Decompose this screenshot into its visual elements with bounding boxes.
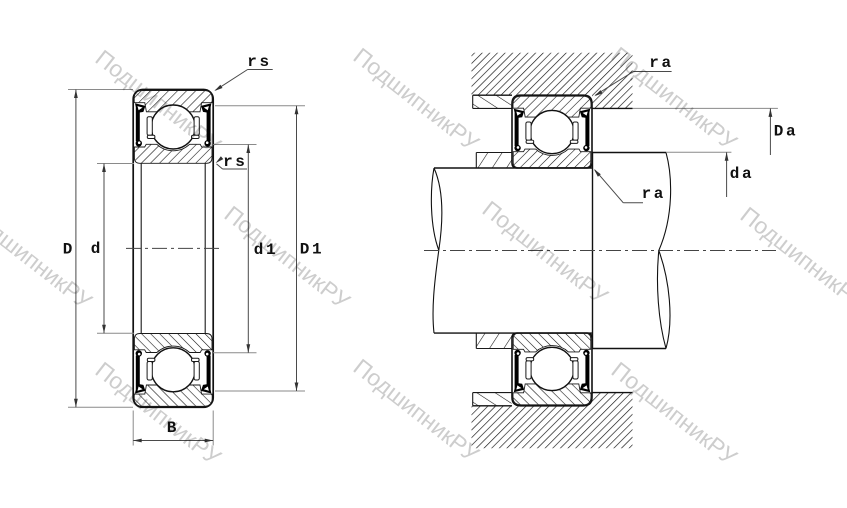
svg-text:ra: ra	[649, 54, 673, 72]
svg-text:da: da	[730, 165, 754, 183]
svg-text:d1: d1	[254, 241, 278, 259]
svg-text:rs: rs	[247, 53, 271, 71]
svg-text:rs: rs	[223, 153, 247, 171]
svg-text:d: d	[91, 240, 101, 258]
svg-text:D: D	[63, 241, 73, 259]
svg-text:B: B	[167, 419, 177, 437]
svg-text:ra: ra	[642, 185, 666, 203]
svg-text:Da: Da	[774, 123, 798, 141]
svg-text:D1: D1	[300, 241, 324, 259]
